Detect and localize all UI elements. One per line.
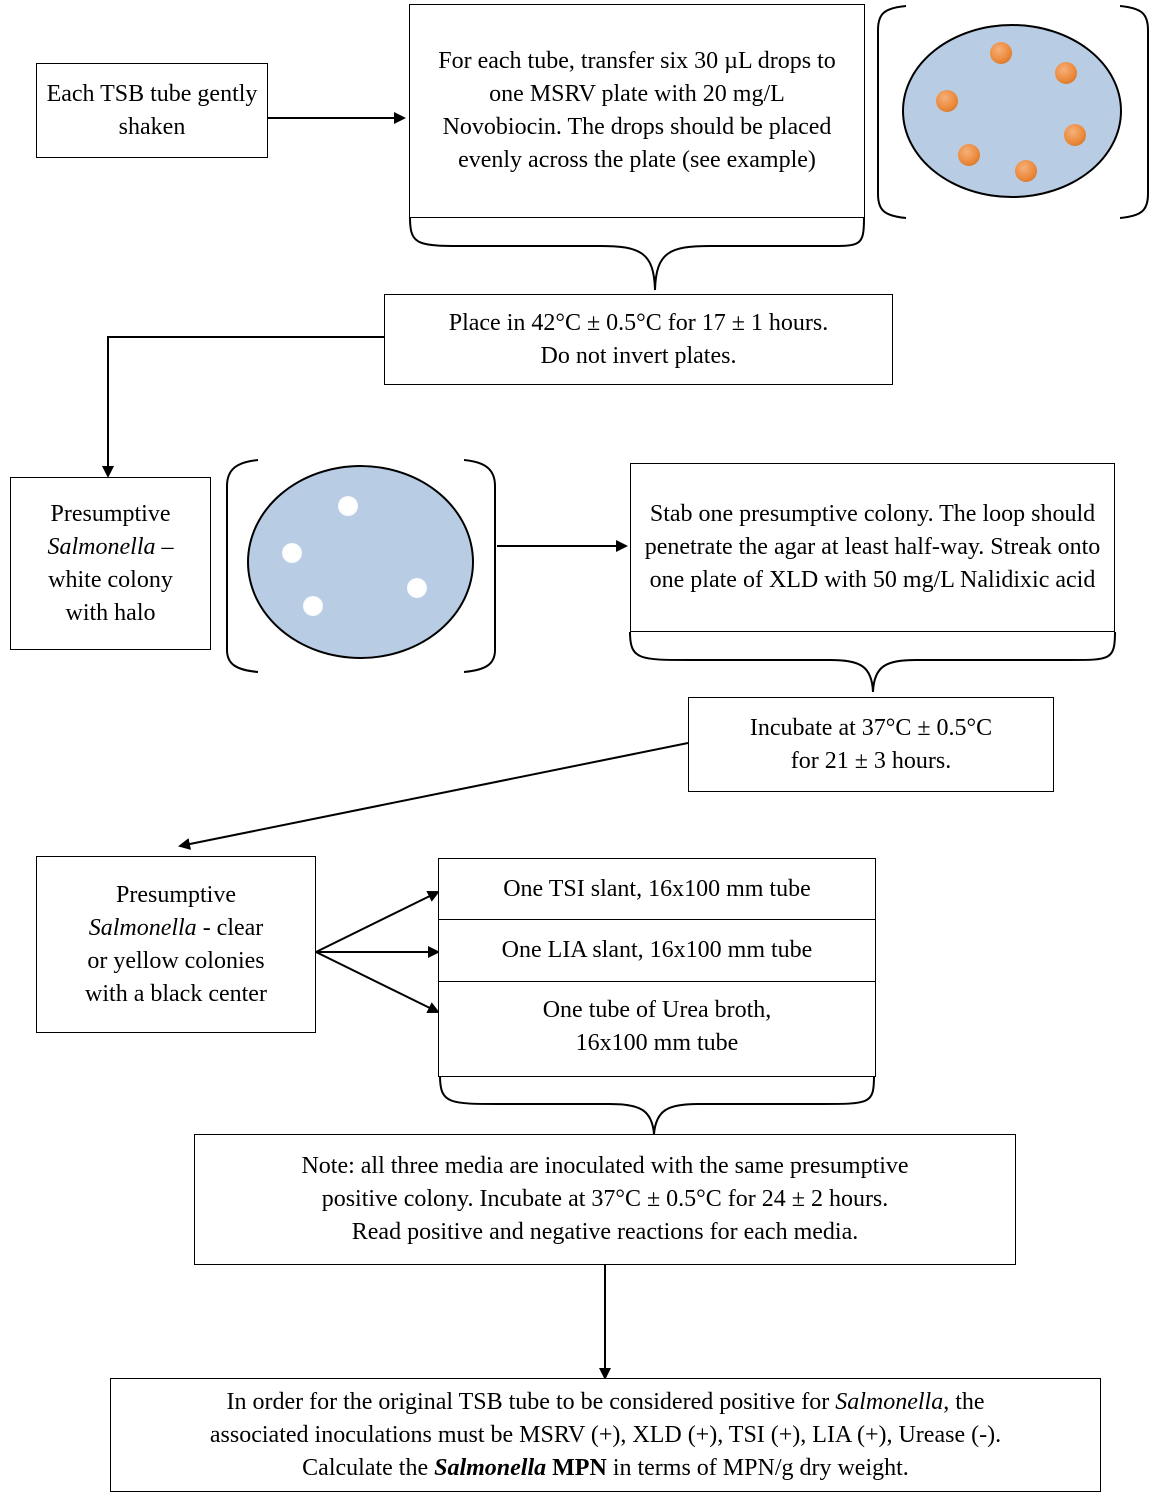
drop: [1015, 160, 1037, 182]
drop: [1055, 62, 1077, 84]
note-line3: Read positive and negative reactions for…: [351, 1219, 859, 1245]
step-shake-text: Each TSB tube gently shaken: [46, 80, 258, 140]
presumptive-white-dash: –: [155, 533, 174, 560]
drop: [1064, 124, 1086, 146]
presumptive-white-line4: with halo: [65, 599, 156, 626]
final-line3-b: in terms of MPN/g dry weight.: [606, 1454, 909, 1481]
presumptive-black-line4: with a black center: [85, 980, 267, 1007]
paren-right-plate1: [1119, 5, 1149, 219]
arrow-incubate-to-colonies: [178, 742, 689, 850]
media-urea: One tube of Urea broth, 16x100 mm tube: [438, 981, 876, 1077]
brace-stab: [629, 631, 1116, 693]
presumptive-black-line1: Presumptive: [115, 881, 236, 908]
brace-transfer: [409, 217, 865, 291]
step-incubate-42-line2: Do not invert plates.: [540, 342, 737, 369]
final-line1-b: , the: [943, 1388, 985, 1415]
drop: [958, 144, 980, 166]
colony: [282, 543, 302, 563]
note-line2: positive colony. Incubate at 37°C ± 0.5°…: [321, 1186, 889, 1212]
media-tsi-text: One TSI slant, 16x100 mm tube: [503, 875, 811, 902]
colony: [303, 596, 323, 616]
final-line2: associated inoculations must be MSRV (+)…: [209, 1421, 1002, 1448]
presumptive-white-line2: Salmonella –: [48, 531, 174, 564]
step-stab-text: Stab one presumptive colony. The loop sh…: [644, 501, 1101, 593]
paren-right-plate2: [463, 459, 496, 673]
paren-left-plate1: [877, 5, 907, 219]
step-presumptive-black-center: Presumptive Salmonella - clear or yellow…: [36, 856, 316, 1033]
final-line1-a: In order for the original TSB tube to be…: [226, 1388, 836, 1415]
colony: [407, 578, 427, 598]
mpn-bold: MPN: [546, 1454, 607, 1481]
step-transfer-text: For each tube, transfer six 30 µL drops …: [438, 48, 836, 173]
presumptive-black-clear: - clear: [196, 914, 264, 941]
step-transfer-drops: For each tube, transfer six 30 µL drops …: [409, 4, 865, 218]
colony: [338, 496, 358, 516]
paren-left-plate2: [226, 459, 259, 673]
arrow-to-urea: [315, 951, 440, 1013]
media-lia: One LIA slant, 16x100 mm tube: [438, 920, 876, 982]
step-incubate-37-line1: Incubate at 37°C ± 0.5°C: [749, 714, 993, 741]
step-presumptive-white: Presumptive Salmonella – white colony wi…: [10, 477, 211, 650]
arrow-incubate-to-presumptive: [102, 336, 384, 478]
media-tsi: One TSI slant, 16x100 mm tube: [438, 858, 876, 920]
salmonella-italic: Salmonella: [47, 533, 156, 560]
note-line1: Note: all three media are inoculated wit…: [301, 1153, 909, 1179]
drop: [936, 90, 958, 112]
media-urea-line2: 16x100 mm tube: [575, 1030, 739, 1056]
salmonella-italic: Salmonella: [88, 914, 197, 941]
final-line3: Calculate the Salmonella MPN in terms of…: [210, 1452, 1001, 1485]
arrow-to-tsi: [315, 891, 440, 953]
step-incubate-42-line1: Place in 42°C ± 0.5°C for 17 ± 1 hours.: [448, 309, 829, 336]
step-final-criteria: In order for the original TSB tube to be…: [110, 1378, 1101, 1492]
step-incubate-37-line2: for 21 ± 3 hours.: [790, 747, 952, 774]
step-incubate-42: Place in 42°C ± 0.5°C for 17 ± 1 hours. …: [384, 294, 893, 385]
brace-media: [439, 1075, 875, 1135]
final-line3-a: Calculate the: [302, 1454, 435, 1481]
presumptive-black-line2: Salmonella - clear: [85, 912, 267, 945]
step-stab-colony: Stab one presumptive colony. The loop sh…: [630, 463, 1115, 632]
salmonella-bold-italic: Salmonella: [434, 1454, 547, 1481]
step-incubate-37: Incubate at 37°C ± 0.5°C for 21 ± 3 hour…: [688, 697, 1054, 792]
final-line1: In order for the original TSB tube to be…: [210, 1386, 1001, 1419]
media-urea-line1: One tube of Urea broth,: [542, 997, 772, 1023]
step-shake-tube: Each TSB tube gently shaken: [36, 63, 268, 158]
msrv-plate-example: [902, 24, 1122, 198]
presumptive-white-line3: white colony: [48, 566, 173, 593]
drop: [990, 42, 1012, 64]
msrv-plate-colonies: [247, 465, 474, 659]
presumptive-white-line1: Presumptive: [50, 500, 171, 527]
salmonella-italic: Salmonella: [835, 1388, 944, 1415]
presumptive-black-line3: or yellow colonies: [87, 947, 265, 974]
media-lia-text: One LIA slant, 16x100 mm tube: [501, 937, 813, 963]
step-note: Note: all three media are inoculated wit…: [194, 1134, 1016, 1265]
